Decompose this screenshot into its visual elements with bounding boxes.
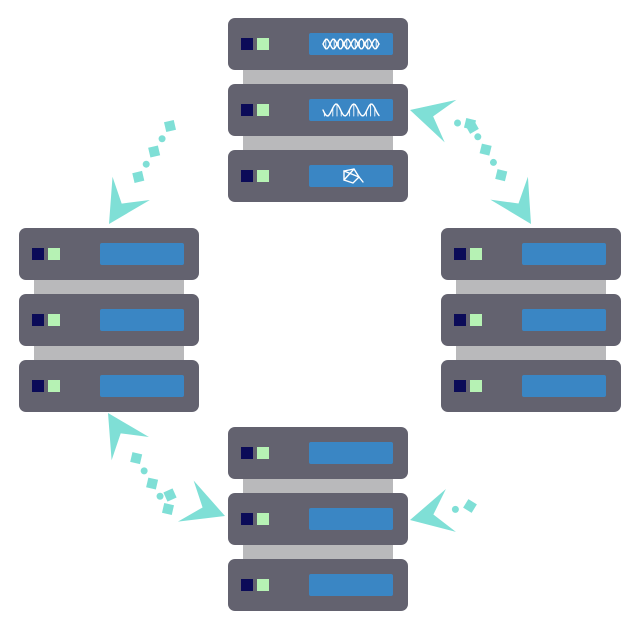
server-unit xyxy=(228,427,408,479)
unit-connector xyxy=(456,278,606,296)
arrow-trail-dash xyxy=(463,117,477,131)
status-led-dark xyxy=(241,513,253,525)
drive-panel xyxy=(522,309,606,331)
drive-panel xyxy=(522,243,606,265)
status-led-light xyxy=(257,447,269,459)
unit-connector xyxy=(243,68,393,86)
sync-arrows xyxy=(108,99,531,532)
unit-connector xyxy=(243,134,393,152)
server-stack-left xyxy=(19,228,199,412)
arrow-trail-dot xyxy=(451,505,459,513)
dna-helix-icon xyxy=(322,38,380,50)
arrow-trail-dot xyxy=(156,492,164,500)
unit-connector xyxy=(34,344,184,362)
server-unit xyxy=(228,559,408,611)
server-unit xyxy=(441,228,621,280)
unit-connector xyxy=(34,278,184,296)
arrow-trail-dash xyxy=(162,503,174,515)
arrow-trail-dash xyxy=(148,145,161,158)
arrow-trail-dot xyxy=(489,158,497,166)
arrow-head xyxy=(410,99,457,143)
molecule-icon xyxy=(343,168,364,184)
arrow-trail-dash xyxy=(479,143,492,156)
sync-arrow-top-to-left xyxy=(109,119,177,224)
server-unit xyxy=(19,360,199,412)
arrow-head xyxy=(108,413,149,461)
arrow-trail-dash xyxy=(146,477,159,490)
arrow-trail-dot xyxy=(140,467,148,475)
sync-arrow-left-to-bottom xyxy=(163,480,225,522)
server-stack-right xyxy=(441,228,621,412)
status-led-light xyxy=(257,170,269,182)
arrow-trail-dot xyxy=(158,135,166,143)
server-unit xyxy=(228,493,408,545)
status-led-light xyxy=(470,314,482,326)
status-led-light xyxy=(48,248,60,260)
status-led-dark xyxy=(241,447,253,459)
server-stacks xyxy=(19,18,621,611)
sync-arrow-bottom-to-left xyxy=(108,413,174,515)
status-led-light xyxy=(48,314,60,326)
status-led-dark xyxy=(241,579,253,591)
status-led-dark xyxy=(32,314,44,326)
status-led-light xyxy=(257,38,269,50)
status-led-light xyxy=(257,104,269,116)
server-stack-bottom xyxy=(228,427,408,611)
arrow-head xyxy=(410,489,456,532)
arrow-head xyxy=(109,176,150,224)
arrow-trail-dash xyxy=(163,119,177,133)
arrow-head xyxy=(177,480,225,522)
drive-panel xyxy=(309,99,393,121)
arrow-head xyxy=(490,176,531,224)
status-led-dark xyxy=(454,314,466,326)
status-led-dark xyxy=(454,248,466,260)
status-led-light xyxy=(257,513,269,525)
server-unit xyxy=(228,84,408,136)
drive-panel xyxy=(309,165,393,187)
drive-panel xyxy=(522,375,606,397)
status-led-dark xyxy=(32,380,44,392)
drive-panel xyxy=(309,442,393,464)
status-led-dark xyxy=(454,380,466,392)
status-led-dark xyxy=(241,104,253,116)
arrow-trail-dash xyxy=(495,169,508,182)
server-unit xyxy=(441,360,621,412)
status-led-light xyxy=(48,380,60,392)
status-led-dark xyxy=(32,248,44,260)
drive-panel xyxy=(309,574,393,596)
arrow-trail-dash xyxy=(130,452,143,465)
arrow-trail-dash xyxy=(463,499,477,513)
server-unit xyxy=(228,18,408,70)
status-led-dark xyxy=(241,38,253,50)
server-unit xyxy=(19,228,199,280)
unit-connector xyxy=(243,543,393,561)
server-unit xyxy=(441,294,621,346)
unit-connector xyxy=(456,344,606,362)
drive-panel xyxy=(100,243,184,265)
status-led-light xyxy=(470,248,482,260)
arrow-trail-dash xyxy=(132,170,145,183)
server-unit xyxy=(19,294,199,346)
drive-panel xyxy=(100,309,184,331)
server-stack-top xyxy=(228,18,408,202)
status-led-dark xyxy=(241,170,253,182)
arrow-trail-dot xyxy=(142,160,150,168)
status-led-light xyxy=(470,380,482,392)
unit-connector xyxy=(243,477,393,495)
drive-panel xyxy=(309,508,393,530)
sync-arrow-right-to-bottom xyxy=(410,489,477,532)
status-led-light xyxy=(257,579,269,591)
arrow-trail-dot xyxy=(474,133,482,141)
arrow-trail-dash xyxy=(163,488,177,502)
arrow-trail-dot xyxy=(454,119,462,127)
dna-strand-icon xyxy=(322,103,380,117)
drive-panel xyxy=(100,375,184,397)
sync-arrow-top-to-right xyxy=(463,117,531,224)
server-unit xyxy=(228,150,408,202)
